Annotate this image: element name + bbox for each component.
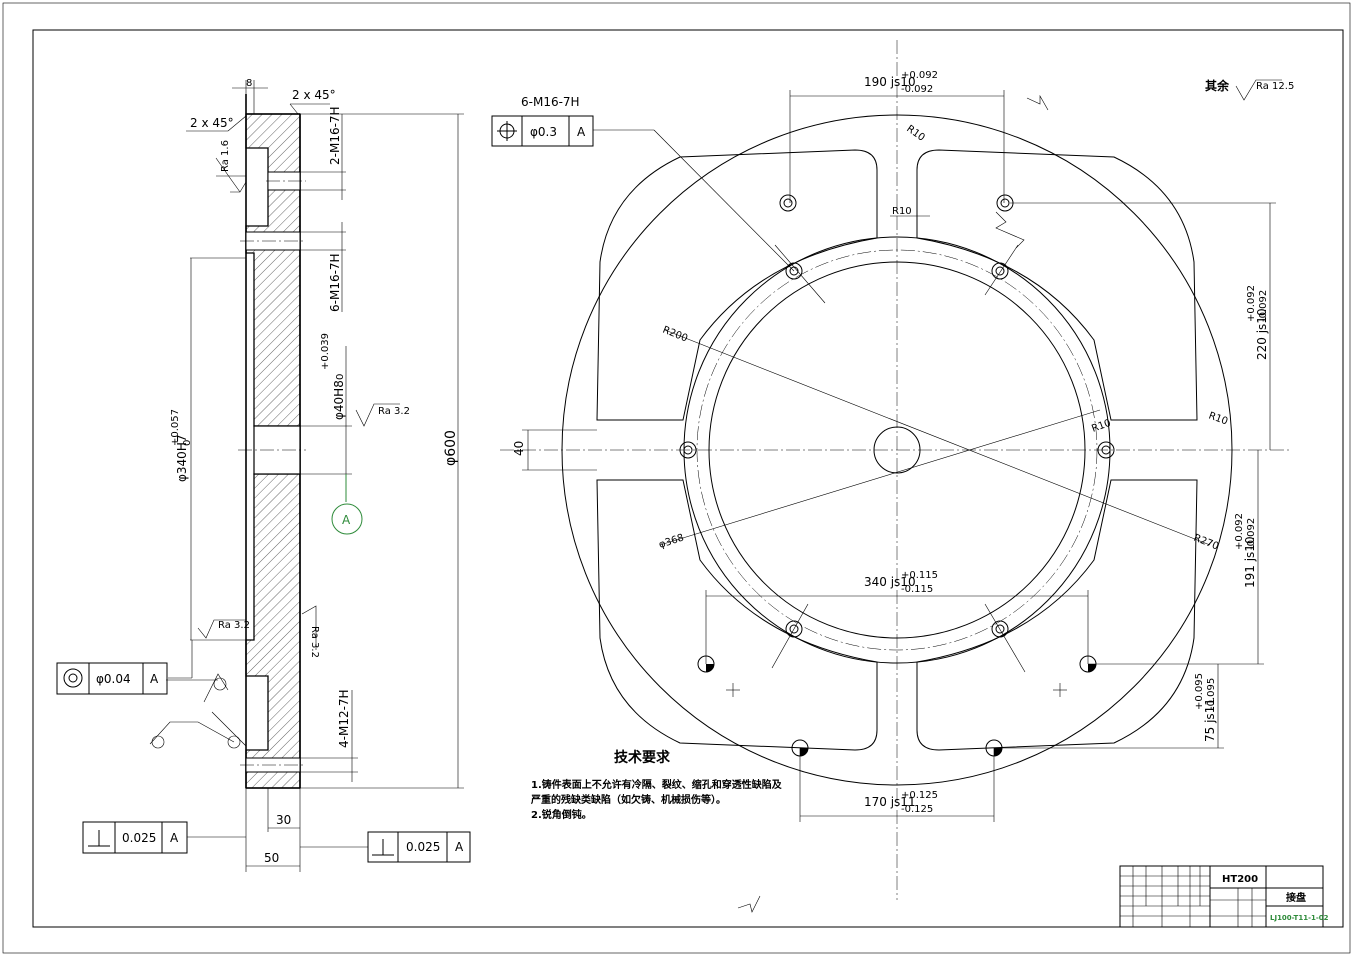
diameter-600-label: φ600 [443,430,459,466]
dim-340-upper: +0.115 [901,570,938,581]
fcf-perp-left-value: 0.025 [122,831,156,845]
spigot-dim-upper: +0.057 [170,409,181,446]
dim-75-main: 75 js11 [1203,698,1217,742]
dim-340-main: 340 js10 [864,575,916,589]
dim-40: 40 [512,441,526,456]
title-part-name: 接盘 [1286,891,1306,904]
dim-170-lower: -0.125 [901,804,933,815]
hole-pattern [679,194,1115,757]
dim-50: 50 [264,851,279,865]
r10-c: R10 [1207,410,1229,427]
fcf-position-datum: A [577,125,586,139]
dim-340-lower: -0.115 [901,584,933,595]
title-material: HT200 [1222,874,1258,885]
ra-top-label: Ra 1.6 [220,140,231,172]
datum-a-symbol [331,503,363,535]
fcf-perp-right-value: 0.025 [406,840,440,854]
section-view: 8 2 x 45° 2 x 45° 2-M16-7H 6-M16-7H Ra 1… [149,78,464,872]
fcf-perp-right-datum: A [455,840,464,854]
fcf-perp-right: 0.025 A [367,831,471,863]
fcf-position-label: 6-M16-7H [521,95,580,109]
ra-bore-label: Ra 3.2 [378,406,410,417]
dim-191-lower: -0.092 [1246,518,1257,550]
bore-dim-upper: +0.039 [320,333,331,370]
r200: R200 [661,325,689,345]
r10-b: R10 [892,206,912,217]
title-drawing-no: LJ100-T11-1-02 [1270,914,1329,922]
dim-75-upper: +0.095 [1194,673,1205,710]
tech-requirements: 技术要求 1.铸件表面上不允许有冷隔、裂纹、缩孔和穿透性缺陷及 严重的残缺类缺陷… [530,749,783,821]
d368: φ368 [658,532,686,550]
fcf-perp-left-datum: A [170,831,179,845]
datum-a-label: A [342,513,351,527]
dim-8: 8 [246,78,252,89]
tech-req-item-1: 1.铸件表面上不允许有冷隔、裂纹、缩孔和穿透性缺陷及 [531,778,783,791]
fcf-coaxiality-datum: A [150,672,159,686]
fcf-coaxiality-value: φ0.04 [96,672,131,686]
dim-30: 30 [276,813,291,827]
fcf-position-value: φ0.3 [530,125,557,139]
dim-190-lower: -0.092 [901,84,933,95]
title-block: HT200 接盘 LJ100-T11-1-02 [1119,865,1329,928]
dim-220-main: 220 js10 [1255,308,1269,360]
plan-view: 190 js10 +0.092 -0.092 220 js10 +0.092 -… [500,40,1290,900]
spigot-dim-lower: 0 [182,440,193,446]
dim-75-lower: -0.095 [1206,678,1217,710]
dim-191-main: 191 js10 [1243,536,1257,588]
chamfer-left-label: 2 x 45° [190,116,234,130]
bore-dim-lower: 0 [335,374,346,380]
dim-170-upper: +0.125 [901,790,938,801]
dim-170-main: 170 js11 [864,795,916,809]
spigot-dim-main: φ340H7 [175,435,189,482]
fcf-coaxiality: φ0.04 A [56,662,168,695]
header-roughness-value: Ra 12.5 [1256,81,1294,92]
tech-req-title: 技术要求 [614,749,671,766]
center-bore [873,426,921,474]
bore-dim-main: φ40H8 [332,380,346,420]
header-roughness: 其余 Ra 12.5 [1205,78,1294,101]
dim-220-lower: -0.092 [1258,290,1269,322]
ra-spigot-label: Ra 3.2 [218,620,250,631]
tech-req-item-3: 2.锐角倒钝。 [531,808,592,821]
inner-frame [32,29,1344,928]
r10-a: R10 [904,123,926,143]
thread-6-label: 6-M16-7H [328,253,342,312]
fcf-position: 6-M16-7H φ0.3 A [491,95,795,272]
dim-190-main: 190 js10 [864,75,916,89]
dim-220-upper: +0.092 [1246,285,1257,322]
dim-191-upper: +0.092 [1234,513,1245,550]
header-roughness-label: 其余 [1205,78,1230,93]
dim-190-upper: +0.092 [901,70,938,81]
chamfer-top-label: 2 x 45° [292,88,336,102]
fcf-perp-left: 0.025 A [82,821,188,854]
thread-4-label: 4-M12-7H [337,689,351,748]
tech-req-item-2: 严重的残缺类缺陷（如欠铸、机械损伤等）。 [530,793,726,806]
outer-rim [561,114,1233,786]
ra-face-label: Ra 3.2 [309,626,320,658]
thread-2-label: 2-M16-7H [328,106,342,165]
